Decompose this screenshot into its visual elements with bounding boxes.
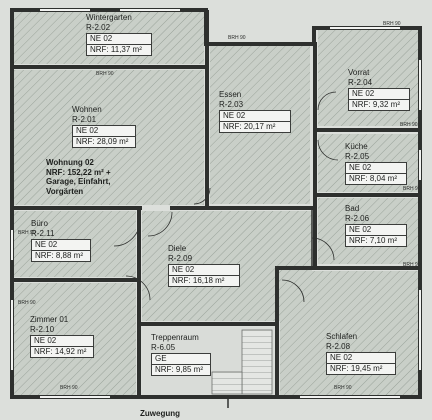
room-unit: NE 02 [330,353,353,362]
room-area: NRF: 11,37 m² [87,44,151,55]
label-wohnen: Wohnen R-2.01 NE 02 NRF: 28,09 m² [72,105,136,148]
room-name: Essen [219,90,242,99]
wohnung-extra: Garage, Einfahrt, [46,177,111,186]
room-unit: NE 02 [349,225,372,234]
label-bad: Bad R-2.06 NE 02 NRF: 7,10 m² [345,204,407,247]
zuwegung-label: Zuwegung [140,409,180,418]
room-name: Zimmer 01 [30,315,69,324]
room-unit: NE 02 [76,126,99,135]
room-code: R-2.05 [345,151,370,161]
wohnung-extra2: Vorgärten [46,186,84,196]
room-info-box: NE 02 NRF: 19,45 m² [326,352,396,375]
label-essen: Essen R-2.03 NE 02 NRF: 20,17 m² [219,90,291,133]
label-diele: Diele R-2.09 NE 02 NRF: 16,18 m² [168,244,240,287]
room-code: R-6.05 [151,342,176,352]
room-area: NRF: 16,18 m² [169,275,239,286]
room-info-box: NE 02 NRF: 8,88 m² [31,239,91,262]
brh-label: BRH 90 [334,385,352,391]
room-info-box: NE 02 NRF: 8,04 m² [345,162,407,185]
room-area: NRF: 7,10 m² [346,235,406,246]
staircase [211,329,273,395]
room-area: NRF: 20,17 m² [220,121,290,132]
room-info-box: NE 02 NRF: 11,37 m² [86,33,152,56]
room-area: NRF: 8,88 m² [32,250,90,261]
room-area: NRF: 28,09 m² [73,136,135,147]
room-unit: NE 02 [223,111,246,120]
brh-label: BRH 90 [228,35,246,41]
brh-label: BRH 90 [403,186,421,192]
room-unit: NE 02 [172,265,195,274]
room-area: NRF: 19,45 m² [327,363,395,374]
room-name: Wohnen [72,105,102,114]
wohnung-note: Wohnung 02 NRF: 152,22 m² + Garage, Einf… [46,158,111,196]
room-info-box: NE 02 NRF: 9,32 m² [348,88,410,111]
label-kueche: Küche R-2.05 NE 02 NRF: 8,04 m² [345,142,407,185]
brh-label: BRH 90 [383,21,401,27]
room-code: R-2.10 [30,324,55,334]
room-name: Treppenraum [151,333,199,342]
room-info-box: NE 02 NRF: 7,10 m² [345,224,407,247]
wohnung-title: Wohnung 02 [46,158,94,167]
room-code: R-2.04 [348,77,373,87]
brh-label: BRH 90 [60,385,78,391]
room-unit: NE 02 [35,240,58,249]
room-info-box: NE 02 NRF: 14,92 m² [30,335,94,358]
room-name: Küche [345,142,368,151]
room-name: Schlafen [326,332,358,341]
room-name: Vorrat [348,68,370,77]
room-info-box: NE 02 NRF: 16,18 m² [168,264,240,287]
room-code: R-2.09 [168,253,193,263]
windows [11,9,421,398]
room-name: Bad [345,204,360,213]
room-unit: GE [155,354,167,363]
door-swings [113,91,339,303]
room-area: NRF: 9,85 m² [152,364,210,375]
room-name: Wintergarten [86,13,132,22]
label-buero: Büro R-2.11 NE 02 NRF: 8,88 m² [31,219,91,262]
room-unit: NE 02 [90,34,113,43]
room-unit: NE 02 [349,163,372,172]
brh-label: BRH 90 [18,230,36,236]
room-code: R-2.03 [219,99,244,109]
label-zimmer: Zimmer 01 R-2.10 NE 02 NRF: 14,92 m² [30,315,94,358]
label-treppenraum: Treppenraum R-6.05 GE NRF: 9,85 m² [151,333,211,376]
label-schlafen: Schlafen R-2.08 NE 02 NRF: 19,45 m² [326,332,396,375]
room-name: Büro [31,219,48,228]
room-code: R-2.01 [72,114,97,124]
label-vorrat: Vorrat R-2.04 NE 02 NRF: 9,32 m² [348,68,410,111]
room-code: R-2.06 [345,213,370,223]
room-area: NRF: 14,92 m² [31,346,93,357]
room-code: R-2.02 [86,22,111,32]
brh-label: BRH 90 [18,300,36,306]
label-wintergarten: Wintergarten R-2.02 NE 02 NRF: 11,37 m² [86,13,152,56]
room-name: Diele [168,244,187,253]
wohnung-area: NRF: 152,22 m² + [46,167,111,177]
brh-label: BRH 90 [400,122,418,128]
room-code: R-2.11 [31,228,55,238]
room-info-box: GE NRF: 9,85 m² [151,353,211,376]
brh-label: BRH 90 [403,262,421,268]
walls [10,8,422,399]
room-info-box: NE 02 NRF: 28,09 m² [72,125,136,148]
room-area: NRF: 8,04 m² [346,173,406,184]
brh-label: BRH 90 [96,71,114,77]
room-area: NRF: 9,32 m² [349,99,409,110]
room-unit: NE 02 [352,89,375,98]
room-info-box: NE 02 NRF: 20,17 m² [219,110,291,133]
room-code: R-2.08 [326,341,351,351]
room-unit: NE 02 [34,336,57,345]
